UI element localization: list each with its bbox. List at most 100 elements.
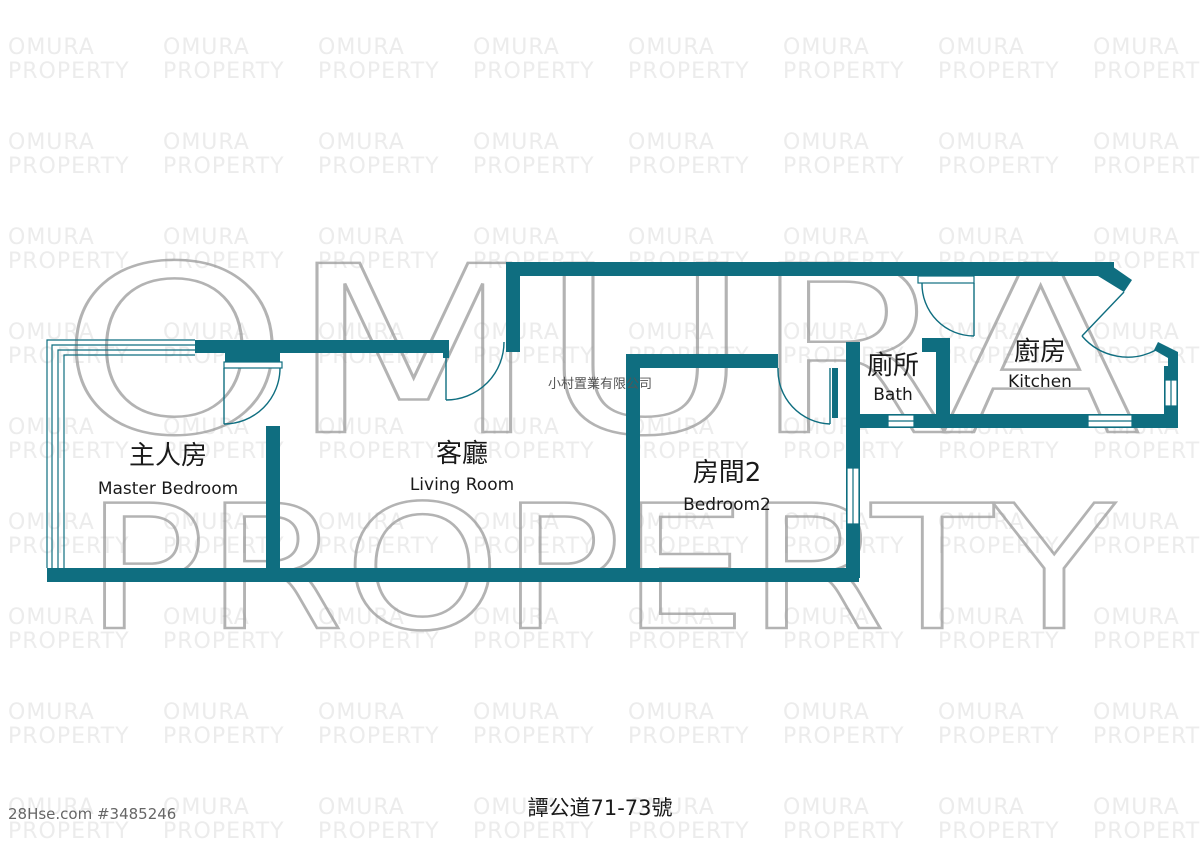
watermark-tile-line1: OMURA: [628, 320, 715, 345]
watermark-tile-line2: PROPERTY: [938, 344, 1060, 369]
watermark-tile-line2: PROPERTY: [473, 534, 595, 559]
watermark-tile-line1: OMURA: [938, 795, 1025, 820]
watermark-tile-line1: OMURA: [163, 795, 250, 820]
watermark-tile-line1: OMURA: [938, 510, 1025, 535]
watermark-tile-line2: PROPERTY: [783, 154, 905, 179]
watermark-tile-line1: OMURA: [1093, 795, 1180, 820]
door-bedroom2-swing: [777, 367, 831, 425]
watermark-tile-line1: OMURA: [8, 605, 95, 630]
watermark-tile-line1: OMURA: [1093, 130, 1180, 155]
window-master-bay-2: [57, 349, 195, 568]
door-master-frame: [223, 361, 283, 369]
wall-bedroom2-right: [846, 342, 860, 578]
watermark-tile-line2: PROPERTY: [783, 724, 905, 749]
watermark-tile-line2: PROPERTY: [628, 154, 750, 179]
watermark-tile-line1: OMURA: [783, 795, 870, 820]
window-master-bay-outer: [46, 339, 195, 568]
watermark-tile-line2: PROPERTY: [318, 629, 440, 654]
watermark-tile-line1: OMURA: [628, 225, 715, 250]
doors: [223, 275, 1157, 425]
watermark-tile-line1: OMURA: [163, 225, 250, 250]
watermark-tile-line1: OMURA: [163, 415, 250, 440]
door-master-swing: [223, 367, 281, 425]
watermark-tile-line1: OMURA: [8, 415, 95, 440]
watermark-tile-line1: OMURA: [318, 130, 405, 155]
watermark-tile-line1: OMURA: [628, 605, 715, 630]
watermark-tile-line2: PROPERTY: [783, 629, 905, 654]
agency-label: 小村置業有限公司: [548, 376, 652, 392]
watermark-tile-line1: OMURA: [318, 795, 405, 820]
watermark-tile-line2: PROPERTY: [938, 59, 1060, 84]
watermark-tile-line1: OMURA: [8, 225, 95, 250]
watermark-tile-line2: PROPERTY: [163, 439, 285, 464]
watermark-tile-line1: OMURA: [473, 605, 560, 630]
watermark-tile-line1: OMURA: [473, 225, 560, 250]
watermark-tile-line1: OMURA: [783, 225, 870, 250]
kitchen-label-en: Kitchen: [1008, 372, 1072, 392]
watermark-tile-line2: PROPERTY: [318, 534, 440, 559]
watermark-tile-line1: OMURA: [8, 700, 95, 725]
watermark-tile-line2: PROPERTY: [628, 724, 750, 749]
watermark-tile-line2: PROPERTY: [1093, 59, 1200, 84]
watermark-tile-line2: PROPERTY: [8, 249, 130, 274]
wall-diagonal-top: [1098, 262, 1132, 292]
watermark-tile-line2: PROPERTY: [473, 819, 595, 844]
watermark-tile-line2: PROPERTY: [473, 724, 595, 749]
listing-reference: 28Hse.com #3485246: [8, 805, 176, 823]
watermark-tile-line2: PROPERTY: [628, 629, 750, 654]
watermark-tile-line1: OMURA: [473, 415, 560, 440]
watermark-tile-line1: OMURA: [318, 35, 405, 60]
wall-kitchen-bay-top: [1154, 342, 1178, 368]
watermark-tile-line2: PROPERTY: [473, 629, 595, 654]
watermark-tile-line1: OMURA: [8, 320, 95, 345]
bath-label-zh: 廁所: [867, 351, 919, 381]
watermark-tile-line1: OMURA: [628, 700, 715, 725]
wall-bath-kitchen: [936, 338, 950, 418]
door-kitchen-swing: [1081, 335, 1157, 358]
watermark-tile-line1: OMURA: [163, 605, 250, 630]
watermark-tile-line2: PROPERTY: [163, 249, 285, 274]
watermark-tile-line1: OMURA: [318, 415, 405, 440]
wall-bedroom2-left: [626, 354, 640, 574]
wall-top: [506, 262, 1114, 276]
watermark-tile-line1: OMURA: [318, 700, 405, 725]
watermark-tile-line1: OMURA: [1093, 510, 1180, 535]
watermark-tile-line1: OMURA: [473, 700, 560, 725]
watermark-tile-line2: PROPERTY: [318, 819, 440, 844]
watermark-large: OMURA PROPERTY: [59, 216, 1142, 671]
watermark-tile-line2: PROPERTY: [8, 629, 130, 654]
watermark-tile-line1: OMURA: [1093, 35, 1180, 60]
wall-master-top: [195, 340, 443, 353]
window-master-bay-inner: [63, 354, 195, 568]
watermark-tile-line1: OMURA: [783, 605, 870, 630]
watermark-tile-line2: PROPERTY: [628, 819, 750, 844]
bath-label-en: Bath: [873, 385, 913, 405]
watermark-tile-line2: PROPERTY: [628, 439, 750, 464]
wall-bedroom2-top: [626, 354, 778, 368]
master-bedroom-label-zh: 主人房: [129, 441, 207, 471]
watermark-tile-line1: OMURA: [783, 130, 870, 155]
watermark-tile-line1: OMURA: [783, 35, 870, 60]
watermark-tile-line1: OMURA: [8, 510, 95, 535]
watermark-tile-line2: PROPERTY: [473, 344, 595, 369]
watermark-tile-line2: PROPERTY: [318, 724, 440, 749]
door-bath-swing: [921, 282, 975, 337]
watermark-tile-line2: PROPERTY: [938, 819, 1060, 844]
master-bedroom-label-en: Master Bedroom: [98, 479, 238, 499]
watermark-tile-line1: OMURA: [163, 700, 250, 725]
watermark-tile-line2: PROPERTY: [938, 724, 1060, 749]
watermark-tile-line2: PROPERTY: [8, 819, 130, 844]
watermark-tile-line2: PROPERTY: [318, 249, 440, 274]
watermark-tile-line2: PROPERTY: [783, 534, 905, 559]
watermark-tile-line1: OMURA: [938, 320, 1025, 345]
watermark-tile-line1: OMURA: [938, 35, 1025, 60]
watermark-tile-line1: OMURA: [318, 225, 405, 250]
room-labels: 小村置業有限公司 主人房 Master Bedroom 客廳 Living Ro…: [98, 337, 1072, 515]
wall-bottom: [47, 568, 859, 582]
watermark-tile-line2: PROPERTY: [8, 59, 130, 84]
watermark-tile-line1: OMURA: [318, 605, 405, 630]
watermark-tile-line1: OMURA: [8, 35, 95, 60]
watermark-tile-line1: OMURA: [628, 35, 715, 60]
watermark-tile-line2: PROPERTY: [8, 344, 130, 369]
watermark-tile-line1: OMURA: [938, 130, 1025, 155]
